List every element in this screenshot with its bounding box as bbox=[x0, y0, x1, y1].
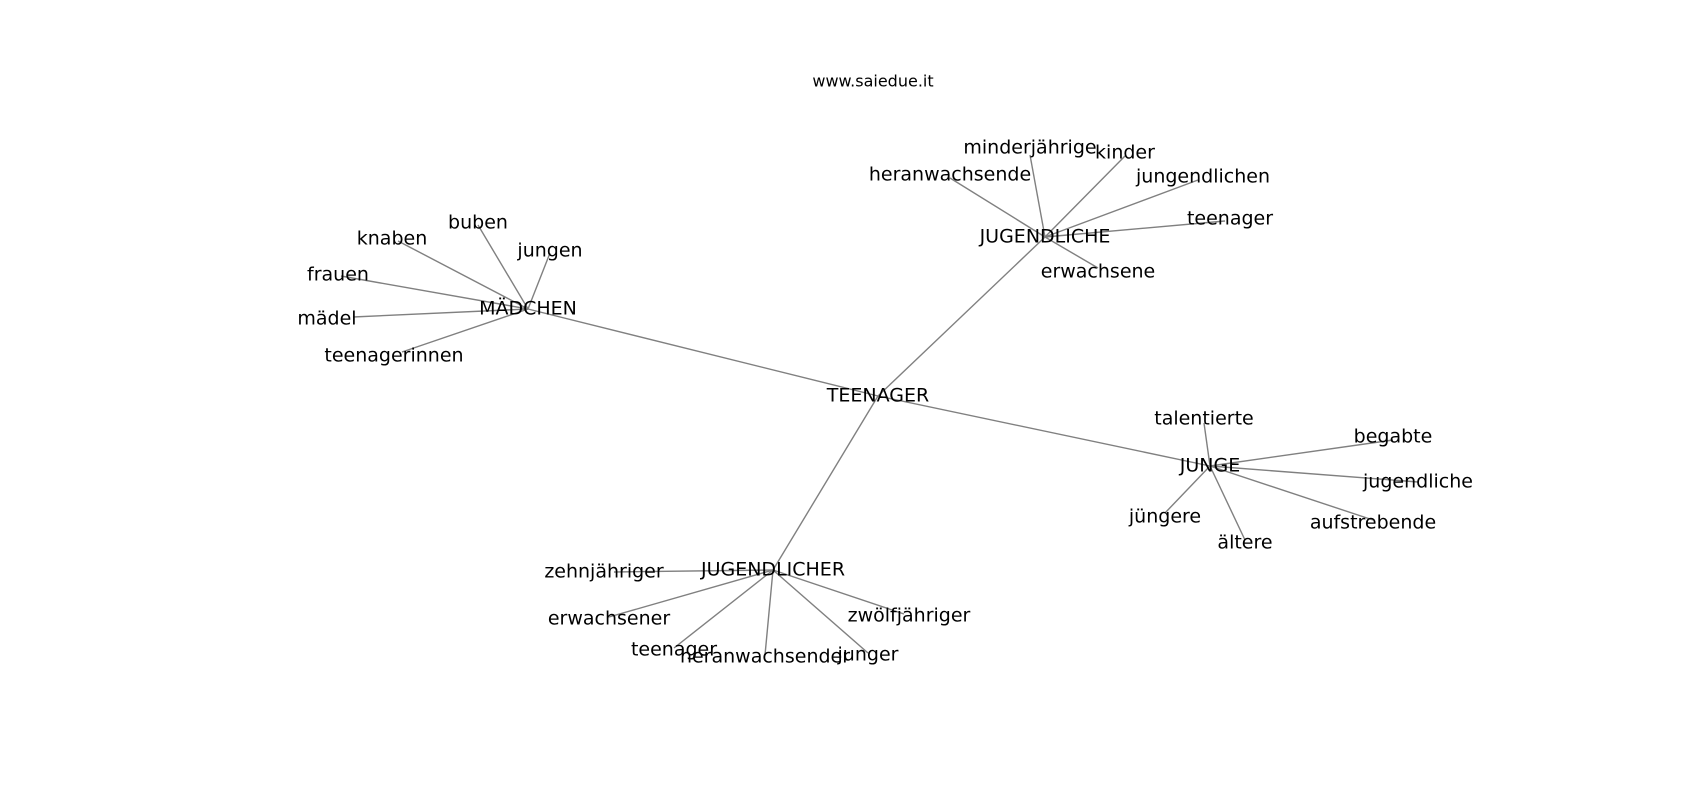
edge-hub-to-leaf bbox=[1044, 155, 1126, 238]
leaf-node-label: mädel bbox=[297, 308, 356, 330]
leaf-node-label: aufstrebende bbox=[1310, 512, 1436, 534]
edge-hub-to-leaf bbox=[1209, 465, 1374, 521]
edge-hub-to-leaf bbox=[1209, 439, 1394, 467]
leaf-node-label: frauen bbox=[307, 264, 369, 286]
leaf-node-label: minderjährige bbox=[963, 137, 1096, 159]
leaf-node-label: kinder bbox=[1095, 142, 1155, 164]
edge-hub-to-leaf bbox=[477, 224, 529, 310]
leaf-node-label: jüngere bbox=[1128, 506, 1201, 528]
edge-hub-to-leaf bbox=[772, 569, 869, 654]
edge-hub-to-leaf bbox=[1209, 465, 1419, 483]
leaf-node-label: teenager bbox=[1187, 208, 1273, 230]
edge-center-to-hub bbox=[877, 395, 1211, 467]
center-node-label: TEENAGER bbox=[826, 385, 929, 407]
edge-center-to-hub bbox=[527, 308, 879, 397]
edge-hub-to-leaf bbox=[1044, 236, 1099, 269]
leaf-node-label: teenager bbox=[631, 639, 717, 661]
leaf-node-label: junger bbox=[837, 644, 899, 666]
leaf-node-label: zehnjähriger bbox=[544, 561, 664, 583]
edge-center-to-hub bbox=[772, 395, 879, 571]
leaf-node-label: begabte bbox=[1354, 426, 1433, 448]
leaf-node-label: teenagerinnen bbox=[324, 345, 463, 367]
edge-hub-to-leaf bbox=[1203, 422, 1211, 467]
hub-node-label: JUGENDLICHER bbox=[700, 559, 845, 581]
edge-hub-to-leaf bbox=[352, 308, 529, 318]
edge-hub-to-leaf bbox=[764, 569, 774, 656]
leaf-node-label: erwachsene bbox=[1041, 261, 1156, 283]
edge-hub-to-leaf bbox=[608, 569, 774, 618]
leaf-node-label: knaben bbox=[357, 228, 427, 250]
edge-hub-to-leaf bbox=[340, 275, 529, 310]
edge-hub-to-leaf bbox=[613, 569, 774, 573]
edge-hub-to-leaf bbox=[1209, 465, 1246, 541]
edge-hub-to-leaf bbox=[1164, 465, 1211, 514]
leaf-node-label: jungen bbox=[516, 240, 582, 262]
edge-hub-to-leaf bbox=[1044, 220, 1226, 238]
leaf-node-label: buben bbox=[448, 212, 508, 234]
edge-hub-to-leaf bbox=[1044, 179, 1199, 238]
leaf-node-label: erwachsener bbox=[548, 608, 670, 630]
edge-hub-to-leaf bbox=[1029, 154, 1046, 238]
edge-center-to-hub bbox=[877, 236, 1046, 397]
hub-node-label: MÄDCHEN bbox=[479, 297, 577, 320]
leaf-node-label: jugendliche bbox=[1362, 471, 1473, 493]
site-watermark: www.saiedue.it bbox=[812, 72, 933, 91]
edge-hub-to-leaf bbox=[673, 569, 774, 649]
edge-hub-to-leaf bbox=[772, 569, 905, 615]
leaf-node-label: ältere bbox=[1217, 532, 1272, 554]
leaf-node-label: heranwachsende bbox=[869, 164, 1031, 186]
leaf-node-label: heranwachsender bbox=[680, 646, 850, 668]
edge-hub-to-leaf bbox=[949, 177, 1046, 238]
hub-node-label: JUGENDLICHE bbox=[979, 226, 1111, 248]
leaf-node-label: zwölfjähriger bbox=[848, 605, 971, 627]
edge-layer bbox=[340, 154, 1419, 656]
edge-hub-to-leaf bbox=[401, 308, 529, 353]
edge-hub-to-leaf bbox=[527, 252, 551, 310]
leaf-node-label: talentierte bbox=[1154, 408, 1253, 430]
leaf-node-label: jungendlichen bbox=[1135, 166, 1270, 188]
label-layer: TEENAGER MÄDCHEN knaben buben jungen frauen mä… bbox=[297, 137, 1473, 668]
edge-hub-to-leaf bbox=[397, 240, 529, 310]
hub-node-label: JUNGE bbox=[1179, 455, 1240, 477]
